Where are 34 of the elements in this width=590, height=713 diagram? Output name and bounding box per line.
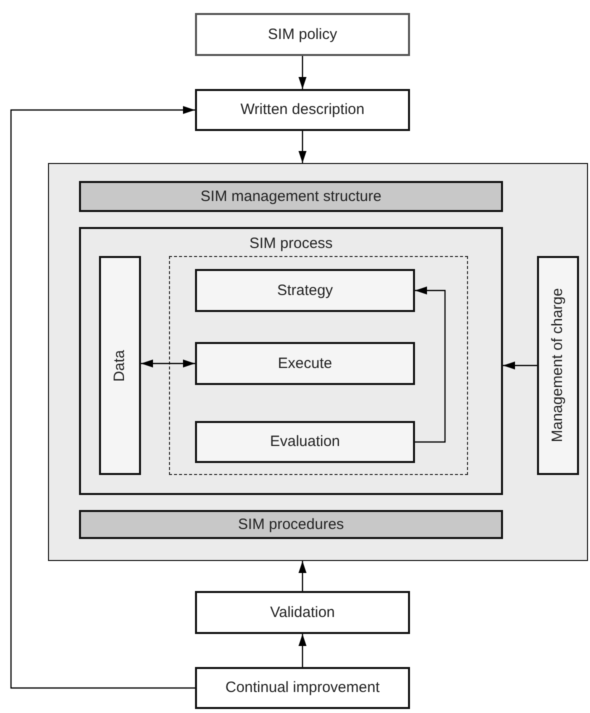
process-frame: [79, 227, 503, 495]
box-label: SIM process: [249, 235, 333, 252]
process-box: [195, 89, 410, 131]
box-label: SIM procedures: [238, 516, 344, 534]
layer-bar: [79, 181, 503, 212]
box-label: Written description: [240, 101, 364, 119]
process-box: [195, 667, 410, 709]
system-panel: [48, 163, 588, 561]
process-box: [195, 13, 410, 56]
arrow: [141, 360, 195, 368]
box-label: SIM policy: [268, 26, 338, 44]
layer-bar: [79, 510, 503, 539]
arrow: [298, 131, 306, 163]
arrow: [503, 362, 537, 370]
arrow: [298, 634, 306, 667]
arrow: [415, 286, 446, 443]
process-box: [195, 421, 415, 463]
process-box: [195, 342, 415, 385]
arrow: [298, 561, 306, 591]
box-label: Execute: [278, 354, 332, 372]
arrow: [10, 106, 195, 689]
box-label: Evaluation: [270, 433, 340, 451]
process-box: [195, 591, 410, 634]
box-label: Validation: [270, 604, 335, 622]
box-label: SIM management structure: [200, 188, 382, 206]
process-box: [99, 256, 141, 475]
box-label: Data: [111, 350, 129, 382]
group-frame: [169, 256, 468, 475]
process-box: [537, 256, 579, 475]
box-label: Strategy: [277, 282, 333, 300]
box-label: Continual improvement: [225, 679, 380, 697]
process-box: [195, 269, 415, 312]
arrow: [298, 56, 306, 89]
box-label: Management of charge: [549, 288, 567, 443]
